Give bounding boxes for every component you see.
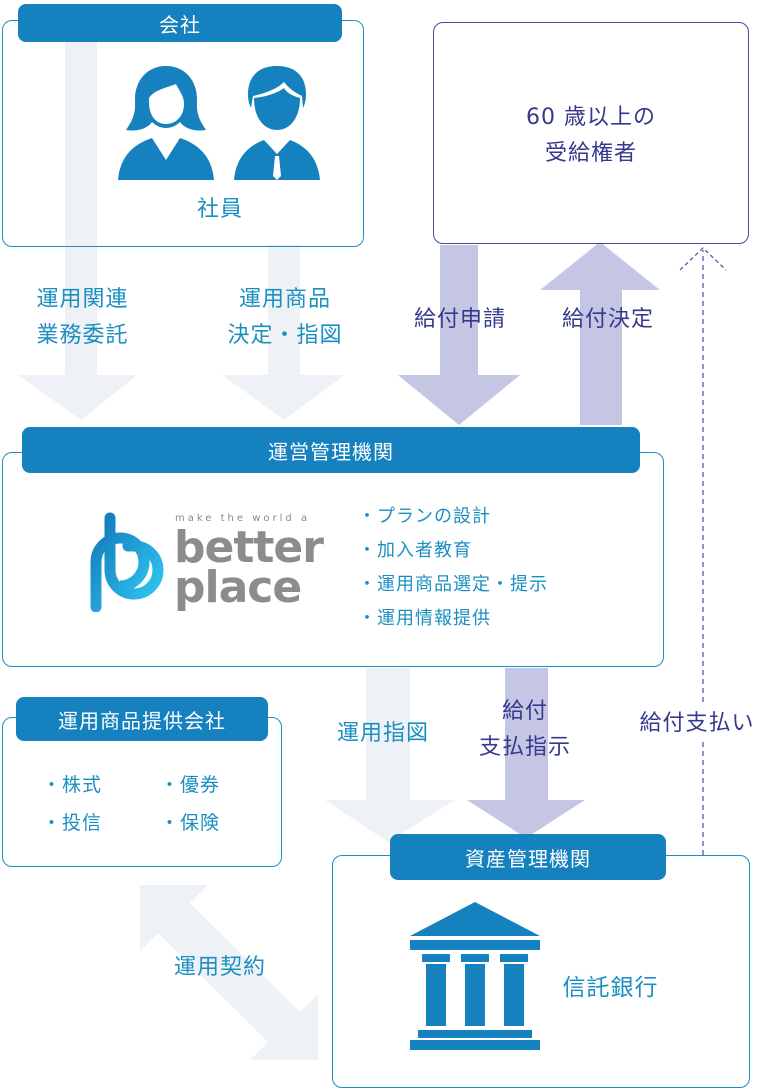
benefit-payment-arrowhead	[679, 247, 727, 271]
female-employee-icon	[118, 66, 214, 180]
outsource-label-line2: 業務委託	[36, 323, 129, 348]
operation-instruction-arrow	[325, 668, 455, 842]
operation-contract-arrow	[140, 885, 318, 1060]
service-item: ・加入者教育	[358, 540, 472, 561]
outsource-label-line1: 運用関連	[36, 287, 129, 312]
logo-word-place: place	[174, 562, 302, 613]
benefit-request-label: 給付申請	[413, 307, 506, 332]
payment-instruction-label-line1: 給付	[501, 699, 548, 724]
product-decision-arrow	[222, 245, 345, 420]
trust-bank-label: 信託銀行	[562, 975, 659, 1001]
benefit-payment-label: 給付支払い	[625, 706, 769, 742]
product-item: ・優券	[160, 774, 221, 796]
payment-instruction-label-line2: 支払指示	[478, 735, 571, 760]
recipient-box	[433, 22, 749, 244]
betterplace-logo-icon	[90, 512, 164, 612]
recipient-line1: 60 歳以上の	[526, 105, 656, 130]
service-item: ・運用情報提供	[358, 608, 491, 629]
bank-building-icon	[410, 902, 540, 1050]
benefit-decision-label: 給付決定	[561, 307, 654, 332]
management-services: ・プランの設計 ・加入者教育 ・運用商品選定・提示 ・運用情報提供	[358, 500, 548, 636]
operation-instruction-label: 運用指図	[336, 721, 429, 746]
service-item: ・運用商品選定・提示	[358, 574, 548, 595]
benefit-decision-arrow	[540, 242, 660, 425]
recipient-line2: 受給権者	[544, 141, 637, 166]
company-title: 会社	[18, 4, 342, 42]
benefit-request-arrow	[398, 245, 520, 425]
product-decision-label-line1: 運用商品	[238, 287, 331, 312]
product-decision-label-line2: 決定・指図	[227, 323, 343, 348]
outsource-arrow	[18, 30, 137, 420]
employee-label: 社員	[196, 197, 243, 222]
male-employee-icon	[234, 66, 320, 180]
provider-col2: ・優券 ・保険	[160, 766, 220, 842]
provider-title: 運用商品提供会社	[16, 697, 268, 741]
operation-contract-label: 運用契約	[173, 955, 266, 980]
product-item: ・保険	[160, 812, 221, 834]
asset-box	[332, 855, 750, 1088]
logo-word-better: better	[174, 522, 324, 573]
asset-title: 資産管理機関	[390, 834, 666, 880]
logo-tagline: make the world a	[175, 513, 311, 524]
service-item: ・プランの設計	[358, 506, 491, 527]
management-title: 運営管理機関	[22, 427, 640, 473]
product-item: ・株式	[42, 774, 103, 796]
product-item: ・投信	[42, 812, 103, 834]
payment-instruction-arrow	[467, 668, 585, 838]
provider-col1: ・株式 ・投信	[42, 766, 102, 842]
